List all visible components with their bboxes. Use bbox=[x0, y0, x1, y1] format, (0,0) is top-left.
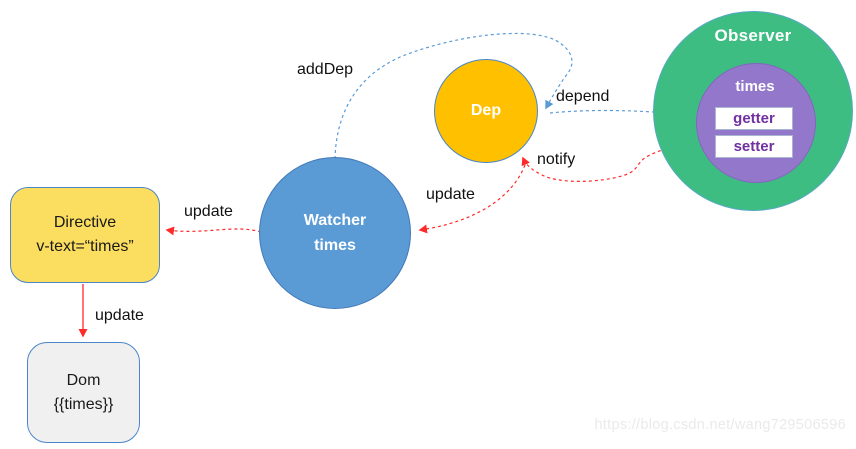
getter-box: getter bbox=[715, 107, 793, 130]
observer-title: Observer bbox=[714, 26, 792, 45]
observer-property-label: times bbox=[735, 78, 775, 95]
watermark-url: https://blog.csdn.net/wang729506596 bbox=[594, 417, 846, 433]
dom-subtitle: {{times}} bbox=[53, 395, 114, 413]
dep-node: Dep bbox=[434, 59, 538, 163]
notify-edge-label: notify bbox=[537, 151, 576, 168]
update-dep-watcher-label: update bbox=[426, 186, 475, 203]
dom-title: Dom bbox=[66, 371, 101, 389]
directive-node: Directive v-text=“times” bbox=[10, 187, 160, 283]
update-directive-dom-label: update bbox=[95, 307, 144, 324]
edge-update-watcher-directive bbox=[165, 226, 262, 236]
directive-subtitle: v-text=“times” bbox=[36, 238, 134, 255]
setter-box: setter bbox=[715, 135, 793, 158]
watcher-subtitle: times bbox=[314, 237, 356, 254]
watcher-title: Watcher bbox=[303, 212, 367, 229]
watcher-node: Watcher times bbox=[259, 157, 411, 309]
depend-edge-label: depend bbox=[556, 88, 610, 105]
adddep-edge-label: addDep bbox=[297, 61, 354, 78]
update-watcher-directive-label: update bbox=[184, 203, 233, 220]
dep-label: Dep bbox=[470, 102, 502, 119]
directive-title: Directive bbox=[53, 214, 117, 231]
dom-node: Dom {{times}} bbox=[27, 342, 140, 443]
